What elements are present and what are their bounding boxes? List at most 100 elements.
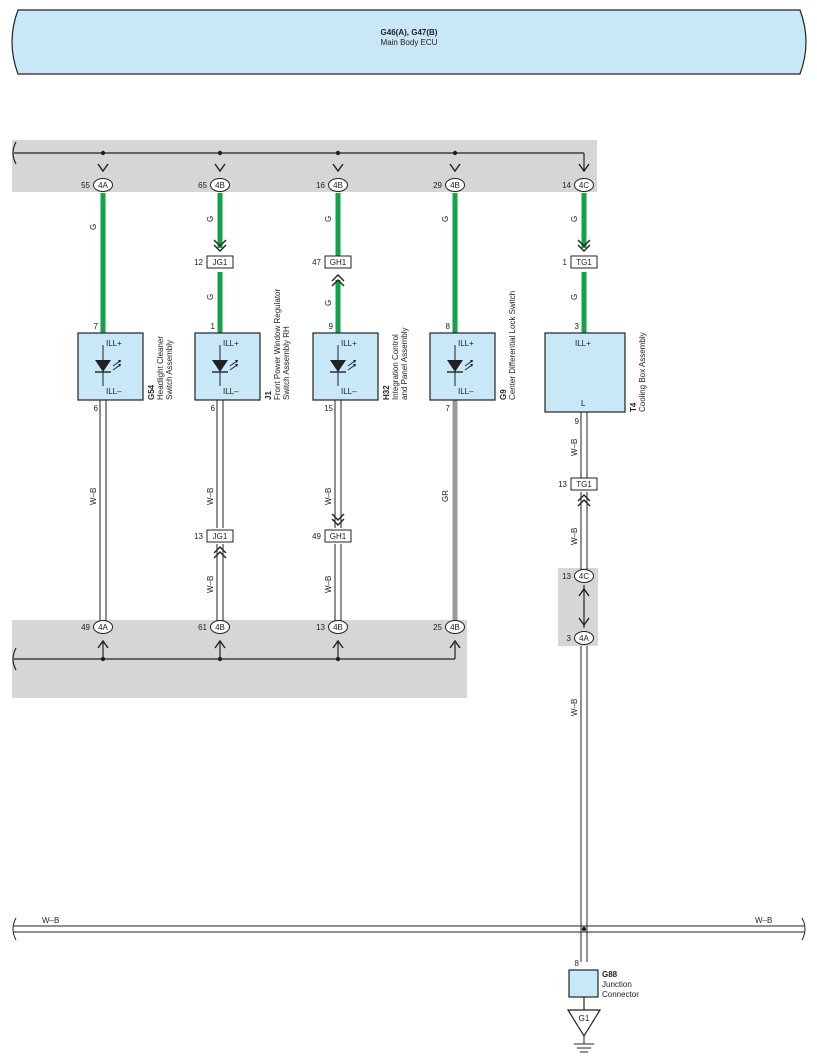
svg-text:6: 6 [211,404,216,413]
ground-bus-left-label: W–B [42,916,59,925]
svg-text:T4: T4 [629,402,638,412]
bottom-connector: 4A 49 [81,620,113,659]
svg-text:Switch Assembly RH: Switch Assembly RH [282,326,291,400]
svg-text:25: 25 [433,623,442,632]
bottom-connector: 4B 25 [433,620,465,649]
svg-text:4A: 4A [579,634,589,643]
svg-text:29: 29 [433,181,442,190]
svg-text:G: G [570,216,579,222]
svg-text:4B: 4B [333,623,343,632]
svg-text:13: 13 [316,623,325,632]
svg-text:JG1: JG1 [213,532,228,541]
ecu-name: Main Body ECU [381,38,438,47]
led-icon [330,345,356,386]
svg-text:GH1: GH1 [330,258,347,267]
inline-connector: GH1 49 [312,513,352,543]
ecu-code: G46(A), G47(B) [381,28,438,37]
top-connector: 4B 16 [316,163,348,192]
svg-text:W–B: W–B [89,488,98,505]
svg-text:55: 55 [81,181,90,190]
svg-text:4B: 4B [450,181,460,190]
inline-connector: TG1 13 [558,477,598,507]
cooling-box-connector: 4C 13 [562,569,594,597]
inline-connector: GH1 47 [312,255,352,287]
svg-text:GH1: GH1 [330,532,347,541]
svg-text:W–B: W–B [570,528,579,545]
lower-wires [99,400,588,962]
svg-text:Center Differential Lock Switc: Center Differential Lock Switch [508,291,517,400]
top-connector: 4C 14 [562,163,594,192]
svg-text:ILL+: ILL+ [223,339,239,348]
svg-text:H32: H32 [382,385,391,400]
svg-text:15: 15 [324,404,333,413]
ecu-banner: G46(A), G47(B) Main Body ECU [11,9,807,75]
svg-text:ILL+: ILL+ [341,339,357,348]
top-connector: 4A 55 [81,163,113,192]
component-headlight-cleaner-switch: 7 6 ILL+ ILL– G54 Headlight Cleaner Swit… [77,322,174,413]
svg-text:Front Power Window Regulator: Front Power Window Regulator [273,289,282,400]
upper-wire-colors: G G G G G G G G [89,216,579,306]
top-connector: 4B 65 [198,163,230,192]
inline-connector: JG1 12 [194,239,234,269]
bottom-connectors: 4A 49 4B 61 4B 13 4B 25 [81,620,465,659]
inline-connectors-lower: JG1 13 GH1 49 TG1 13 [194,477,598,559]
svg-text:G: G [206,294,215,300]
ground-bus-junction [581,926,587,932]
led-icon [212,345,238,386]
svg-text:49: 49 [81,623,90,632]
lower-wire-colors: W–B W–B W–B GR W–B [89,439,579,505]
svg-text:L: L [581,399,586,408]
ground-wire-color: W–B [570,699,579,716]
svg-text:G: G [324,300,333,306]
svg-text:and Panel Assembly: and Panel Assembly [400,328,409,401]
svg-text:49: 49 [312,532,321,541]
svg-text:ILL–: ILL– [223,387,239,396]
svg-text:ILL+: ILL+ [575,339,591,348]
svg-text:Integration Control: Integration Control [391,334,400,400]
svg-text:ILL–: ILL– [458,387,474,396]
svg-text:4A: 4A [98,623,108,632]
svg-text:W–B: W–B [324,576,333,593]
svg-text:7: 7 [446,404,451,413]
svg-text:G: G [324,216,333,222]
svg-text:G88: G88 [602,970,618,979]
component-center-diff-lock-switch: 8 7 ILL+ ILL– G9 Center Differential Loc… [429,291,517,413]
svg-text:4C: 4C [579,572,589,581]
svg-text:JG1: JG1 [213,258,228,267]
svg-text:1: 1 [211,322,216,331]
junction-connector: 8 G88 Junction Connector [568,959,639,999]
component-integration-control-panel: 9 15 ILL+ ILL– H32 Integration Control a… [312,322,409,413]
svg-text:W–B: W–B [206,488,215,505]
svg-text:4C: 4C [579,181,589,190]
svg-text:13: 13 [558,480,567,489]
bottom-connector: 4B 13 [316,620,348,659]
svg-text:W–B: W–B [570,439,579,456]
svg-text:8: 8 [575,959,580,968]
svg-text:ILL+: ILL+ [106,339,122,348]
component-cooling-box: 3 9 ILL+ L T4 Cooling Box Assembly [544,322,647,426]
svg-text:4B: 4B [333,181,343,190]
svg-text:16: 16 [316,181,325,190]
svg-text:13: 13 [194,532,203,541]
svg-text:9: 9 [329,322,334,331]
mid-wire-colors: W–B W–B W–B [206,528,579,593]
svg-text:GR: GR [441,490,450,502]
svg-text:ILL–: ILL– [341,387,357,396]
inline-connector: TG1 1 [563,239,598,269]
svg-text:4A: 4A [98,181,108,190]
svg-text:G54: G54 [147,384,156,400]
svg-text:Headlight Cleaner: Headlight Cleaner [156,336,165,400]
svg-text:Connector: Connector [602,990,639,999]
upper-wires [100,193,587,333]
inline-connector: JG1 13 [194,529,234,559]
svg-text:4B: 4B [450,623,460,632]
svg-text:W–B: W–B [324,488,333,505]
svg-text:47: 47 [312,258,321,267]
component-front-power-window-switch: 1 6 ILL+ ILL– J1 Front Power Window Regu… [194,289,291,413]
svg-text:Cooling Box Assembly: Cooling Box Assembly [638,332,647,412]
ground-icon: G1 [566,1009,602,1053]
led-icon [95,345,121,386]
svg-text:65: 65 [198,181,207,190]
svg-text:61: 61 [198,623,207,632]
svg-text:Junction: Junction [602,980,632,989]
